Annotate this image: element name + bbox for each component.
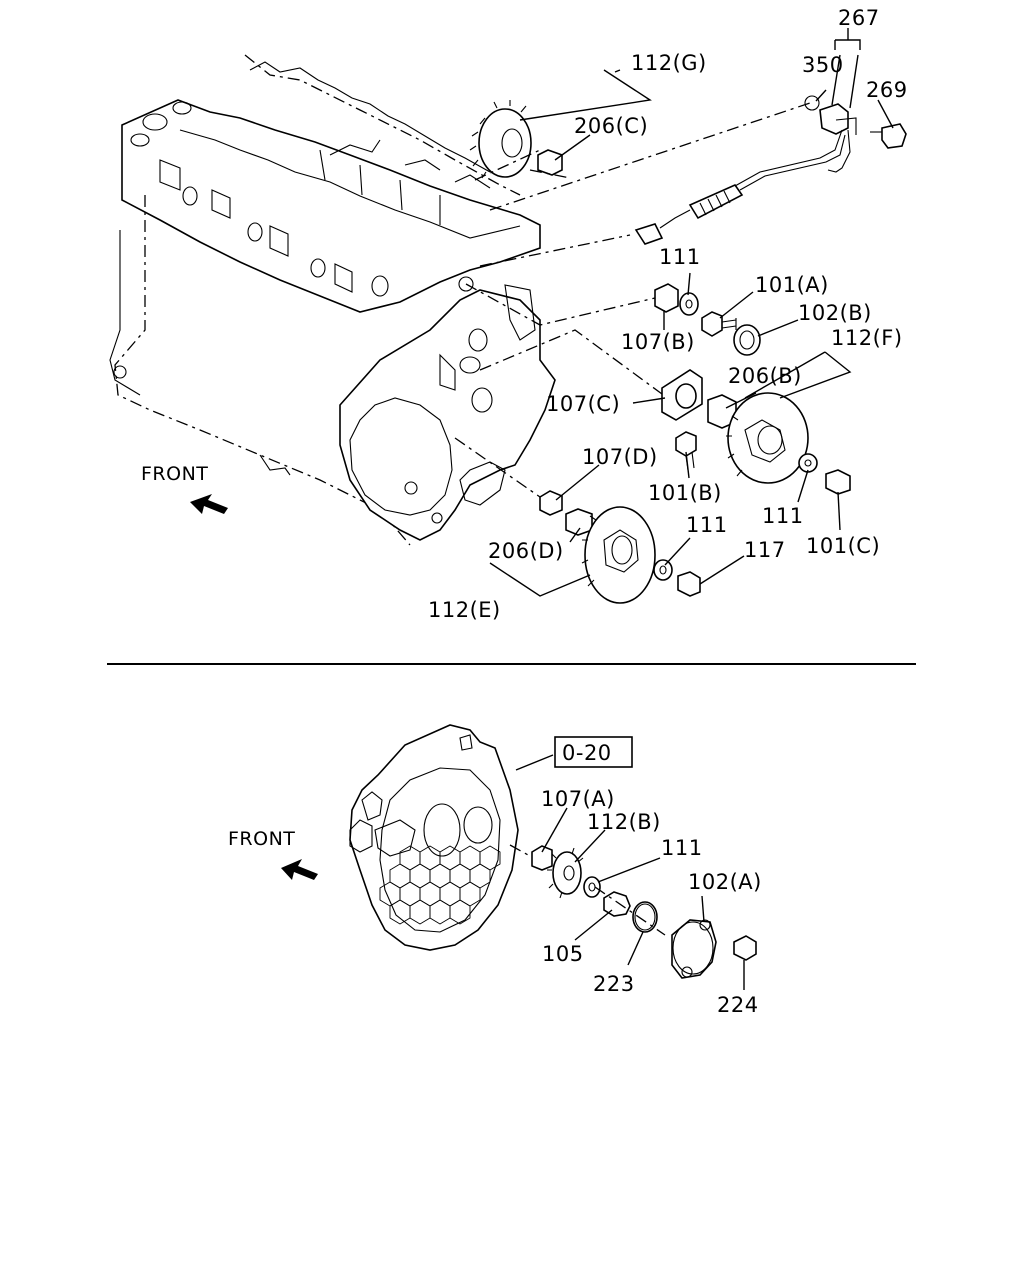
label-102B: 102(B)	[798, 301, 872, 325]
label-112F: 112(F)	[831, 326, 903, 350]
label-350: 350	[802, 53, 844, 77]
label-111-c: 111	[686, 513, 728, 537]
label-206B: 206(B)	[728, 364, 802, 388]
leader-lines-bottom	[509, 754, 745, 990]
labels-bottom: 0-20 107(A) 112(B) 111 102(A) 105 223 22…	[228, 741, 762, 1017]
label-206C: 206(C)	[574, 114, 648, 138]
front-arrow-icon	[190, 494, 228, 514]
label-101C: 101(C)	[806, 534, 880, 558]
label-0-20: 0-20	[562, 741, 612, 765]
front-label-top: FRONT	[141, 463, 208, 485]
label-111-a: 111	[659, 245, 701, 269]
engine-block	[109, 54, 556, 546]
timing-gears-top	[469, 100, 851, 604]
label-101A: 101(A)	[755, 273, 829, 297]
label-107D: 107(D)	[582, 445, 658, 469]
label-111: 111	[661, 836, 703, 860]
label-117: 117	[744, 538, 786, 562]
housing-parts	[531, 845, 757, 979]
front-label-bottom: FRONT	[228, 828, 295, 850]
label-112E: 112(E)	[428, 598, 501, 622]
sensor-assembly	[634, 95, 907, 245]
label-107A: 107(A)	[541, 787, 615, 811]
label-112B: 112(B)	[587, 810, 661, 834]
reference-box	[554, 736, 633, 768]
label-112G: 112(G)	[631, 51, 707, 75]
label-102A: 102(A)	[688, 870, 762, 894]
label-269: 269	[866, 78, 908, 102]
label-105: 105	[542, 942, 584, 966]
label-223: 223	[593, 972, 635, 996]
flywheel-housing	[349, 724, 519, 951]
label-107C: 107(C)	[546, 392, 620, 416]
housing-hex-pattern	[379, 845, 501, 925]
label-206D: 206(D)	[488, 539, 564, 563]
label-224: 224	[717, 993, 759, 1017]
label-111-b: 111	[762, 504, 804, 528]
leader-lines-top	[454, 28, 894, 597]
front-arrow-icon	[281, 859, 318, 880]
label-107B: 107(B)	[621, 330, 695, 354]
label-101B: 101(B)	[648, 481, 722, 505]
label-267: 267	[838, 6, 880, 30]
labels-top: 267 350 269 112(G) 206(C) 111 101(A) 102…	[141, 6, 908, 622]
